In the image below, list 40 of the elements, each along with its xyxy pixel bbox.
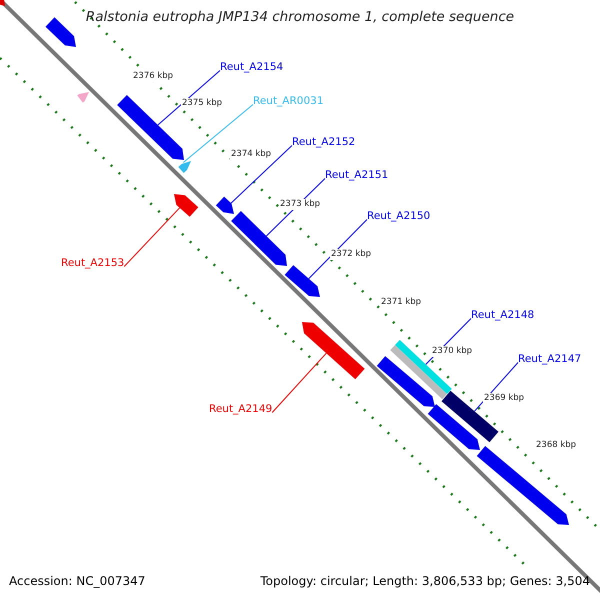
gene-label: Reut_A2149 [209, 404, 272, 414]
position-tick-label: 2375 kbp [181, 98, 224, 108]
gene-feature [174, 194, 198, 217]
leader-line [182, 104, 254, 164]
leader-line [124, 207, 180, 267]
gene-feature [77, 92, 89, 103]
position-tick-label: 2371 kbp [380, 297, 422, 308]
gene-feature [302, 322, 365, 380]
gene-label: Reut_A2150 [367, 211, 430, 222]
gene-label: Reut_A2151 [325, 170, 388, 180]
gene-label: Reut_A2148 [471, 310, 534, 320]
gene-feature [376, 356, 435, 407]
gene-feature [390, 340, 452, 400]
accession-label: Accession: NC_007347 [9, 575, 146, 587]
position-tick-label: 2373 kbp [279, 199, 322, 210]
gene-label: Reut_AR0031 [253, 96, 324, 106]
leader-line [157, 70, 220, 126]
leader-line [230, 145, 292, 204]
position-tick-label: 2376 kbp [132, 71, 174, 82]
gene-label: Reut_A2152 [292, 137, 356, 148]
genome-summary: Topology: circular; Length: 3,806,533 bp; Genes: 3,504 [260, 575, 590, 587]
gene-feature [0, 0, 5, 6]
gene-feature [231, 211, 287, 266]
map-title: Ralstonia eutropha JMP134 chromosome 1, complete sequence [84, 11, 516, 24]
gene-feature [428, 404, 480, 450]
gene-label: Reut_A2153 [61, 258, 124, 268]
gene-feature [284, 265, 320, 297]
position-tick-label: 2369 kbp [483, 393, 526, 404]
gene-feature [216, 196, 234, 214]
position-tick-label: 2374 kbp [230, 149, 272, 160]
leader-line [308, 219, 368, 280]
position-tick-label: 2372 kbp [330, 249, 372, 260]
gene-label: Reut_A2147 [518, 354, 582, 364]
position-tick-label: 2368 kbp [535, 440, 578, 450]
gene-feature [178, 161, 191, 173]
gene-feature [46, 17, 76, 47]
gene-feature [117, 95, 184, 160]
leader-line [272, 352, 327, 413]
position-tick-label: 2370 kbp [431, 346, 474, 356]
gene-label: Reut_A2154 [220, 62, 284, 72]
